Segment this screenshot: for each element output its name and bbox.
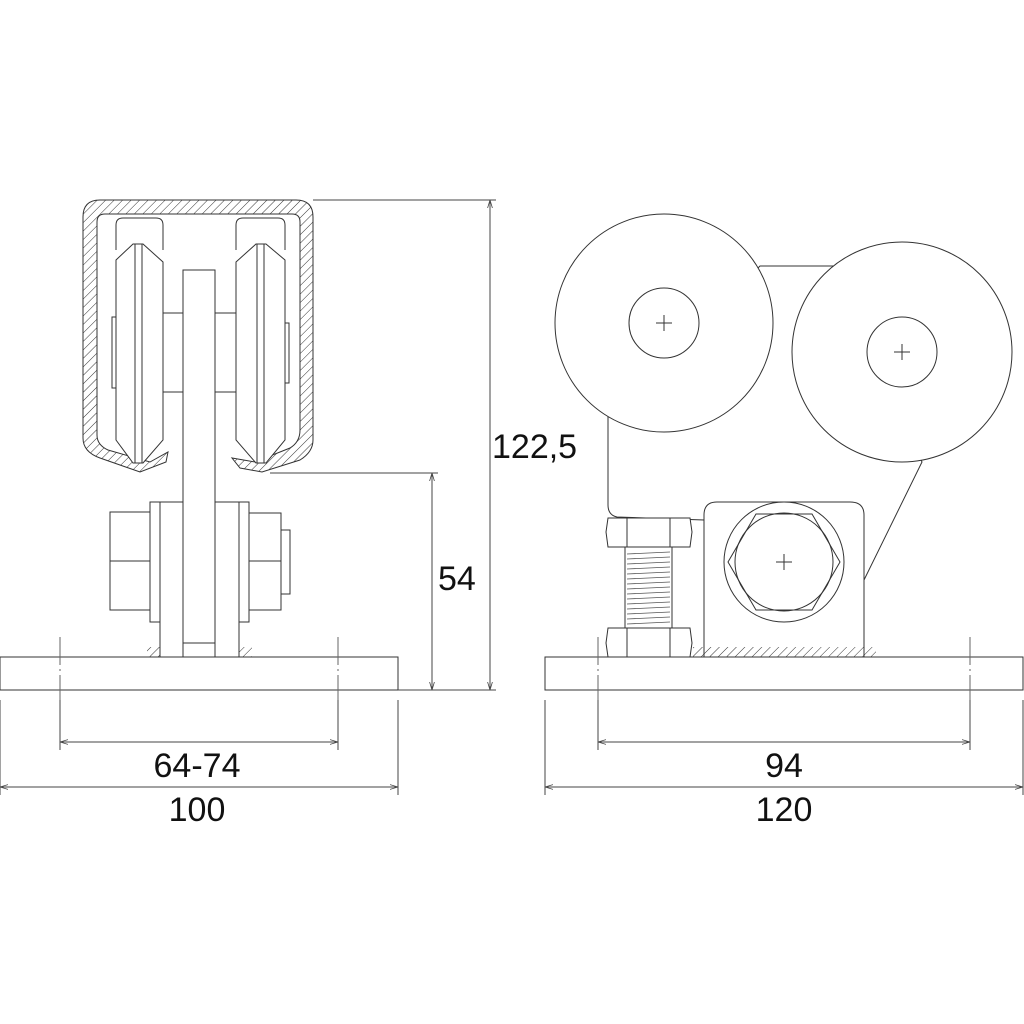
right-hub [214,312,237,393]
thread-line [626,606,671,610]
left-base-plate [0,656,399,691]
thread-line [626,591,671,595]
central-plate [182,269,216,659]
upper-right-wheel [791,241,1013,463]
dimension-labels: 122,5 54 64-74 100 94 120 [154,428,813,829]
thread-line [626,561,671,565]
thread-line [626,571,671,575]
right-wheel [235,243,290,464]
thread-line [626,616,671,620]
right-base-plate [544,656,1024,691]
thread-line [626,576,671,580]
thread-line [626,611,671,615]
thread-line [626,621,671,625]
front-view [0,199,399,700]
pivot-bolt [723,501,845,623]
side-view [544,213,1024,700]
left-wheel [111,243,164,464]
dim-lower-height: 54 [438,560,476,598]
track-channel-profile [82,199,314,473]
dim-left-plate-width: 100 [169,791,226,829]
thread-line [626,601,671,605]
left-hub [162,312,184,393]
thread-line [626,586,671,590]
dim-right-hole-spacing: 94 [765,747,803,785]
dim-total-height: 122,5 [492,428,577,466]
upper-left-wheel [554,213,774,433]
thread-line [626,596,671,600]
right-wheel-guard [235,217,286,250]
left-wheel-guard [115,217,164,250]
dimension-lines [0,199,1024,795]
thread-line [626,581,671,585]
weld-bracket [693,647,876,657]
dim-right-plate-width: 120 [756,791,813,829]
lower-bolt-assembly [109,501,291,659]
thread-line [626,551,671,555]
dim-left-hole-spacing: 64-74 [154,747,241,785]
adjustment-bolt [605,517,693,658]
thread-line [626,556,671,560]
thread-line [626,566,671,570]
